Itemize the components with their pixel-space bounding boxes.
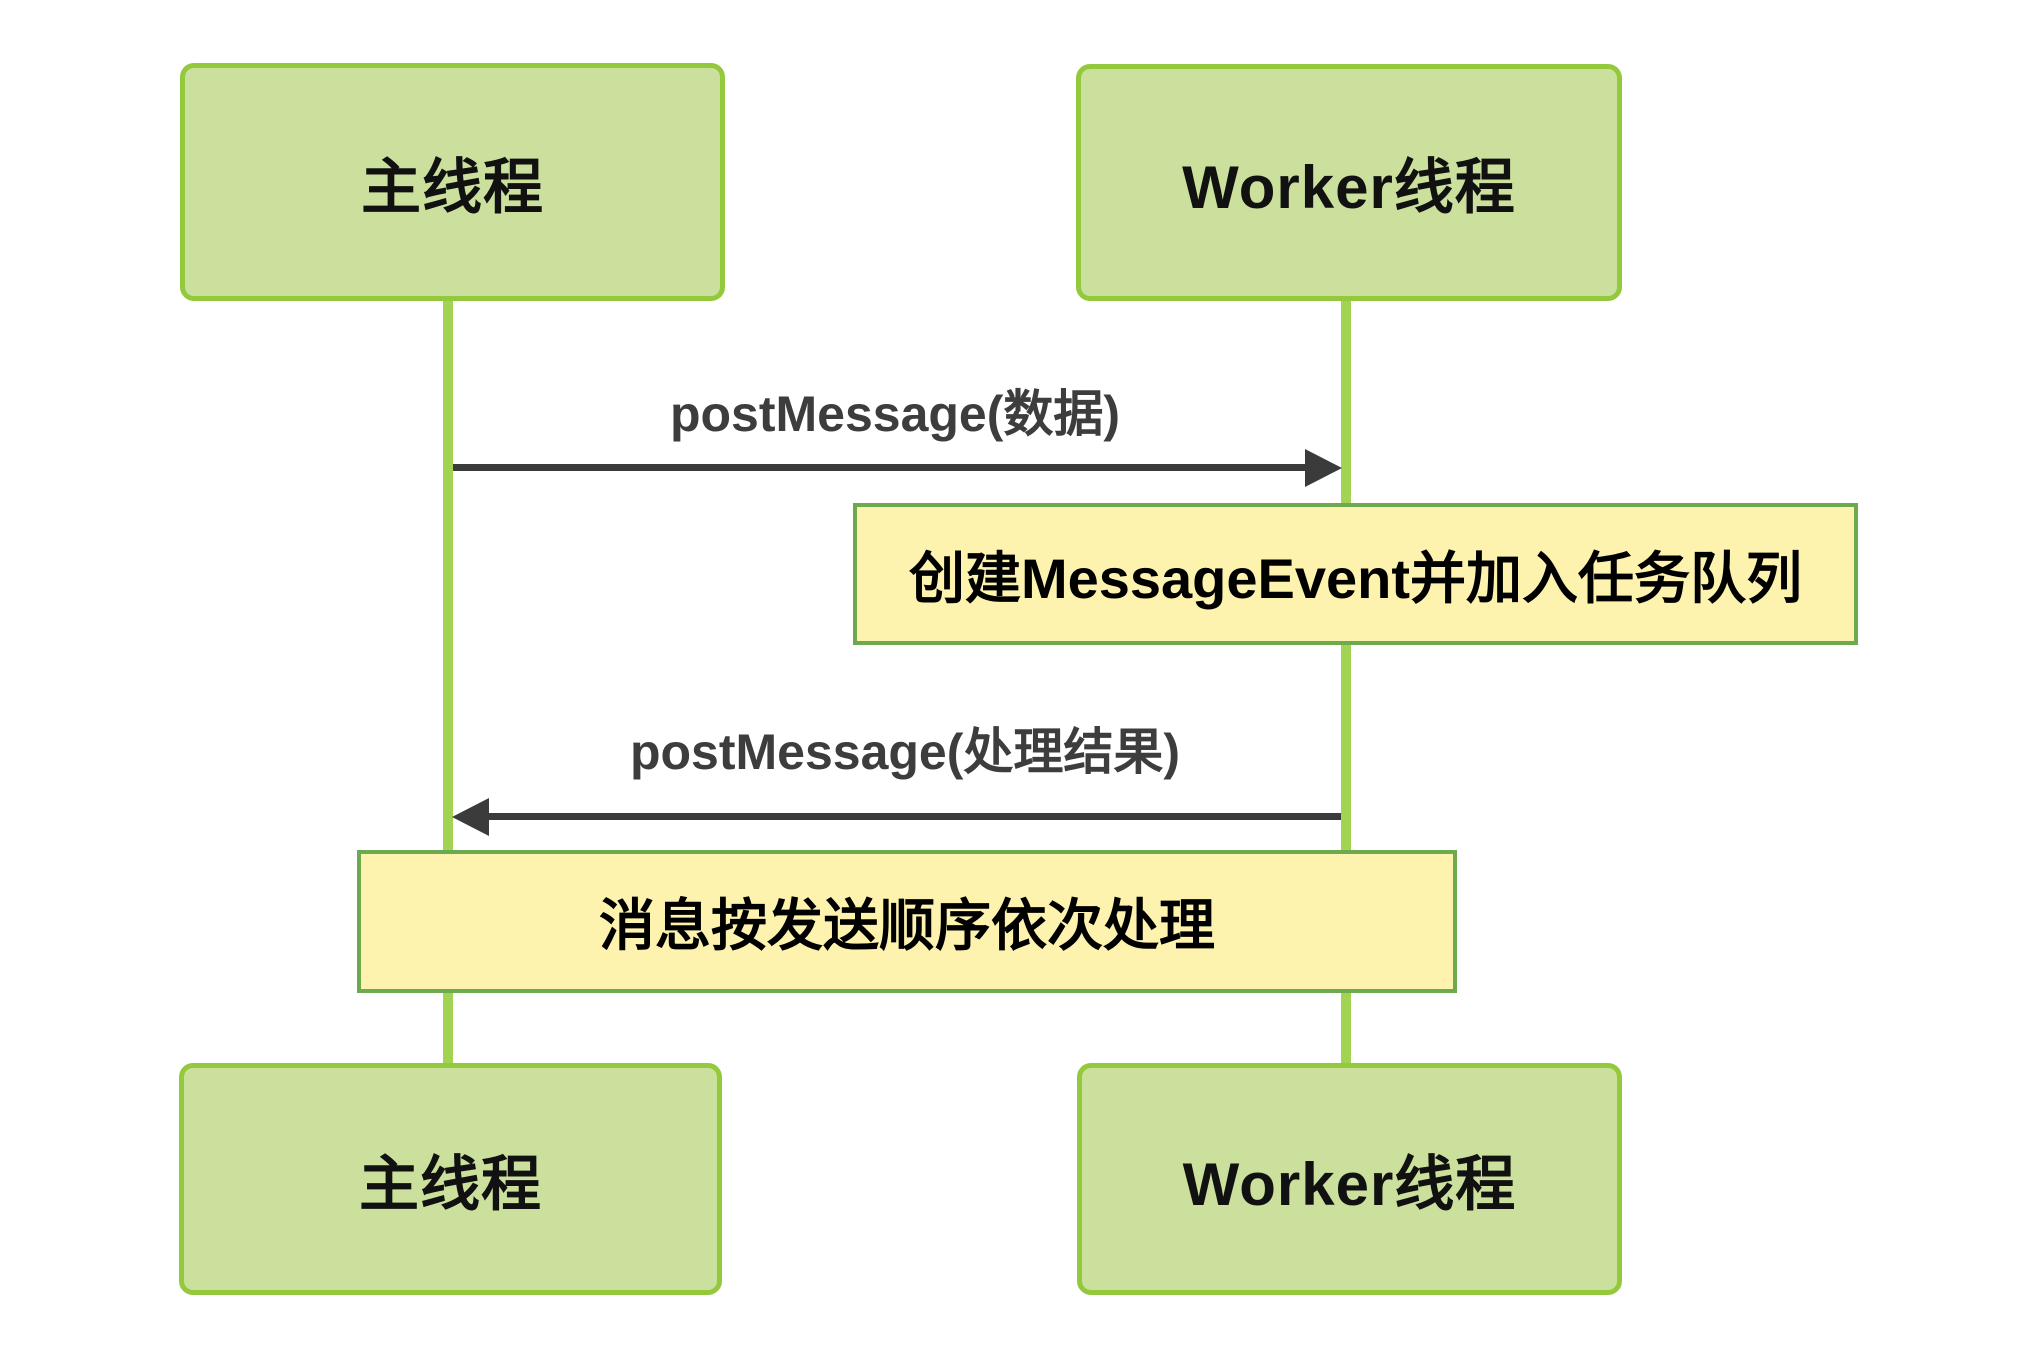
lifeline-worker-thread	[1341, 299, 1351, 1065]
actor-label-worker-thread-bottom: Worker线程	[1182, 1150, 1517, 1218]
note-messages-processed-in-order-text: 消息按发送顺序依次处理	[599, 894, 1215, 957]
actor-box-main-thread-top: 主线程	[180, 63, 725, 301]
actor-box-worker-thread-top: Worker线程	[1076, 64, 1622, 301]
message-arrow-1-line	[453, 464, 1305, 471]
message-label-post-message-data: postMessage(数据)	[669, 386, 1121, 442]
actor-label-main-thread-top: 主线程	[361, 153, 544, 221]
note-create-message-event-text: 创建MessageEvent并加入任务队列	[908, 546, 1803, 610]
note-messages-processed-in-order: 消息按发送顺序依次处理	[357, 850, 1457, 993]
actor-label-worker-thread-top: Worker线程	[1182, 154, 1516, 221]
actor-label-main-thread-bottom: 主线程	[359, 1150, 542, 1218]
arrow-left-icon	[452, 798, 489, 836]
note-create-message-event: 创建MessageEvent并加入任务队列	[853, 503, 1858, 645]
message-label-post-message-result: postMessage(处理结果)	[629, 724, 1181, 780]
actor-box-worker-thread-bottom: Worker线程	[1077, 1063, 1622, 1295]
actor-box-main-thread-bottom: 主线程	[179, 1063, 722, 1295]
message-arrow-2-line	[489, 813, 1341, 820]
lifeline-main-thread	[443, 299, 453, 1065]
arrow-right-icon	[1305, 449, 1342, 487]
